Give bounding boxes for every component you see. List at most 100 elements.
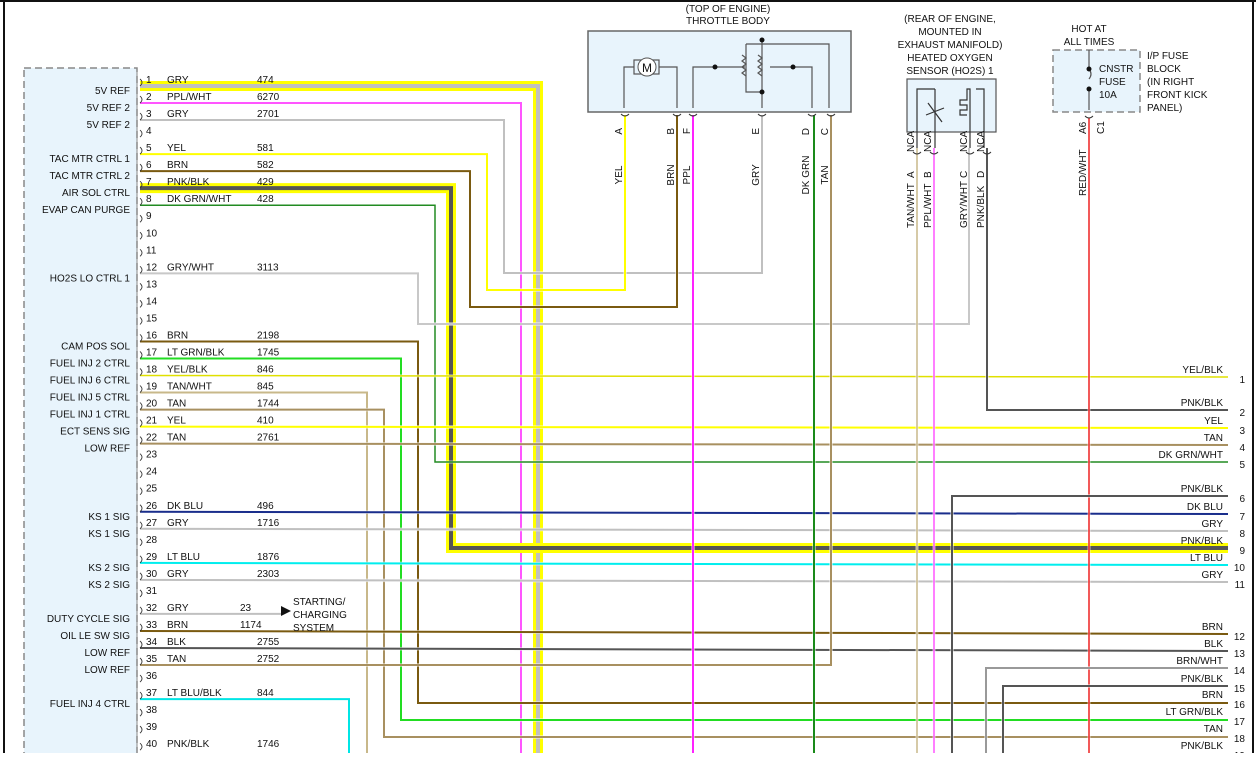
fuse-heading-1: HOT AT: [1071, 24, 1106, 35]
ecm-wire-color: TAN: [167, 399, 186, 410]
pin-connector-icon: [139, 538, 143, 547]
ecm-pin-function: KS 2 SIG: [88, 563, 130, 574]
ecm-pin-number: 23: [146, 450, 158, 461]
right-wire-color: BLK: [1204, 639, 1223, 650]
wire-ho2s-d: [986, 148, 1228, 411]
ecm-pin-function: DUTY CYCLE SIG: [47, 614, 130, 625]
ecm-wire-color: YEL/BLK: [167, 365, 208, 376]
junction-dot: [759, 37, 765, 43]
ho2s-internals: [916, 88, 985, 148]
pin-connector-icon: [139, 691, 143, 700]
ecm-pin-function: KS 2 SIG: [88, 580, 130, 591]
wire-pin-29: [139, 561, 1229, 566]
fuse-pin-label: A6: [1078, 121, 1089, 134]
ecm-pin-function: CAM POS SOL: [61, 341, 130, 352]
right-pin-number: 8: [1239, 529, 1245, 540]
ecm-pin-number: 35: [146, 654, 158, 665]
pin-connector-icon: [139, 589, 143, 598]
wires-layer: [139, 81, 1229, 753]
right-pin-number: 3: [1239, 426, 1245, 437]
ho2s-pin-letter: C: [959, 171, 970, 178]
ecm-pin-function: 5V REF: [95, 86, 130, 97]
ecm-wire-color: GRY/WHT: [167, 262, 214, 273]
pin-connector-icon: [807, 113, 817, 117]
ecm-pin-number: 8: [146, 194, 152, 205]
throttle-pin-letter: C: [820, 128, 831, 135]
wire-pin-21: [139, 425, 1229, 429]
ecm-pin-function: TAC MTR CTRL 1: [49, 154, 130, 165]
ecm-pin-function: LOW REF: [84, 648, 130, 659]
ecm-pin-number: 32: [146, 603, 158, 614]
pin-connector-icon: [757, 113, 767, 117]
ecm-circuit-number: 1746: [257, 739, 280, 750]
wire-pin-33: [139, 629, 1229, 635]
ecm-wire-color: TAN/WHT: [167, 382, 212, 393]
pin-connector-icon: [139, 623, 143, 632]
ecm-pin-number: 6: [146, 160, 152, 171]
ecm-circuit-number: 428: [257, 194, 274, 205]
pin-connector-icon: [965, 151, 975, 155]
right-pin-number: 7: [1239, 512, 1245, 523]
ecm-pin-number: 19: [146, 382, 158, 393]
pin-connector-icon: [139, 470, 143, 479]
ecm-wire-color: TAN: [167, 654, 186, 665]
pin-connector-icon: [620, 113, 630, 117]
ho2s-nca-label: NCA: [923, 131, 934, 152]
ecm-pin-number: 1: [146, 75, 152, 86]
motor-icon: [637, 57, 657, 77]
ecm-pin-number: 16: [146, 330, 158, 341]
fuse-label-1: CNSTR: [1099, 64, 1133, 75]
ecm-pin-function: FUEL INJ 1 CTRL: [50, 410, 131, 421]
ho2s-heading: (REAR OF ENGINE, MOUNTED IN EXHAUST MANI…: [898, 14, 1003, 77]
ecm-pin-function: LOW REF: [84, 444, 130, 455]
wire-pin-2: [140, 102, 522, 753]
right-wire-color: PNK/BLK: [1181, 398, 1224, 409]
pin-connector-icon: [139, 180, 143, 189]
ecm-wire-color: PNK/BLK: [167, 739, 210, 750]
ecm-circuit-number: 1744: [257, 399, 280, 410]
ecm-circuit-number: 2303: [257, 569, 280, 580]
ecm-pin-number: 34: [146, 637, 158, 648]
junction-dot: [712, 64, 718, 70]
pin-connector-icon: [139, 146, 143, 155]
ecm-circuit-number: 846: [257, 365, 274, 376]
pin-connector-icon: [139, 334, 143, 342]
fuse-dot: [1086, 66, 1092, 72]
ecm-pin-number: 18: [146, 365, 158, 376]
ecm-wire-color: GRY: [167, 569, 189, 580]
ecm-pin-number: 3: [146, 109, 152, 120]
wire-pin-8-halo: [140, 203, 1228, 464]
ecm-wire-color: PPL/WHT: [167, 92, 211, 103]
throttle-pin-letter: F: [682, 128, 693, 134]
throttle-wire-color: DK GRN: [801, 156, 812, 195]
pin-connector-icon: [139, 351, 143, 359]
ecm-wire-color: DK BLU: [167, 501, 203, 512]
ecm-pin-number: 20: [146, 399, 158, 410]
svg-text:HEATED OXYGEN: HEATED OXYGEN: [907, 53, 992, 64]
ecm-circuit-number: 1716: [257, 518, 280, 529]
wire-pin-18: [139, 374, 1229, 378]
ecm-pin-number: 7: [146, 177, 152, 188]
ecm-circuit-number: 429: [257, 177, 274, 188]
pin-connector-icon: [139, 129, 143, 138]
ecm-pin-function: FUEL INJ 5 CTRL: [50, 393, 131, 404]
ecm-wire-color: GRY: [167, 75, 189, 86]
wire-pin-37: [140, 698, 350, 753]
svg-text:BLOCK: BLOCK: [1147, 64, 1181, 75]
pin-connector-icon: [139, 521, 143, 530]
fuse-wire-color: RED/WHT: [1078, 149, 1089, 196]
fuse-block-label: I/P FUSE BLOCK (IN RIGHT FRONT KICK PANE…: [1147, 51, 1208, 114]
wire-pin-16: [140, 340, 1228, 704]
ecm-wire-color: BRN: [167, 330, 188, 341]
right-wire-color: PNK/BLK: [1181, 536, 1224, 547]
wire-pin-20: [140, 408, 1228, 738]
ecm-pin-number: 5: [146, 143, 152, 154]
pin-connector-icon: [139, 436, 143, 444]
pin-connector-icon: [139, 214, 143, 223]
ho2s-nca-label: NCA: [976, 131, 987, 152]
ecm-pin-function: AIR SOL CTRL: [62, 188, 130, 199]
starting-charging-label-1: STARTING/: [293, 597, 346, 608]
ecm-pin-number: 12: [146, 262, 158, 273]
ecm-circuit-number: 2761: [257, 433, 280, 444]
